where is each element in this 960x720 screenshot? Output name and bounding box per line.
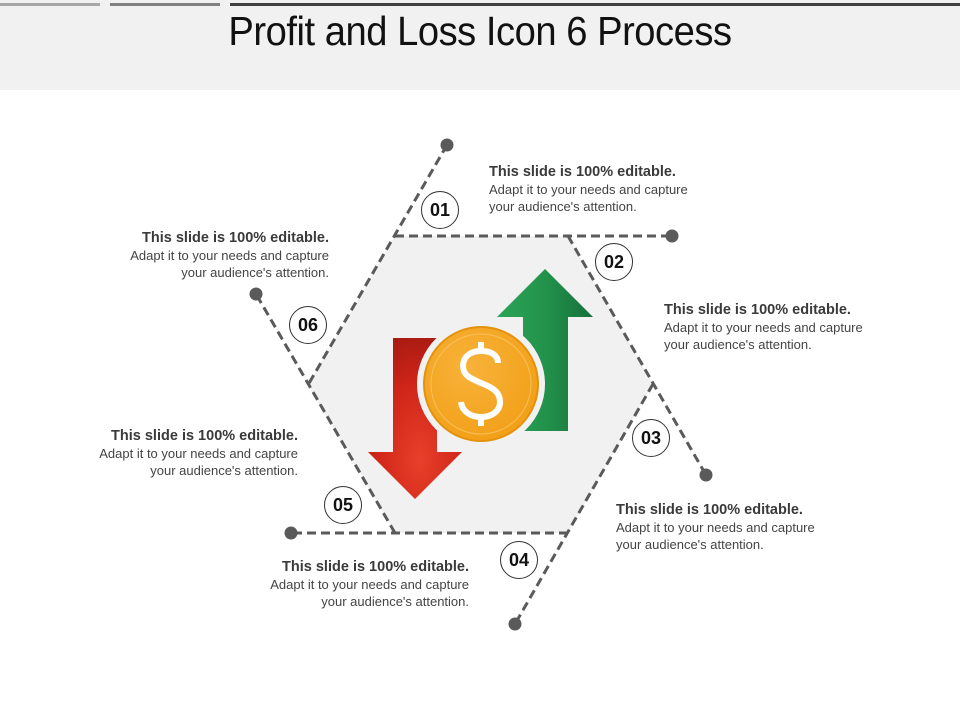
step-number-03: 03 xyxy=(632,419,670,457)
step-heading: This slide is 100% editable. xyxy=(489,164,676,180)
dollar-sign-icon xyxy=(458,342,504,426)
profit-up-arrow-icon xyxy=(497,269,593,431)
step-heading: This slide is 100% editable. xyxy=(142,230,329,246)
top-accent-bar-2 xyxy=(110,3,220,6)
step-body-line1: Adapt it to your needs and capture xyxy=(99,446,298,461)
step-number-text: 02 xyxy=(603,251,625,272)
step-text-01: This slide is 100% editable. Adapt it to… xyxy=(489,164,729,215)
step-text-05: This slide is 100% editable. Adapt it to… xyxy=(58,428,298,479)
step-heading: This slide is 100% editable. xyxy=(616,502,803,518)
end-dot-05 xyxy=(284,526,298,540)
step-number-text: 01 xyxy=(429,199,451,220)
step-text-04: This slide is 100% editable. Adapt it to… xyxy=(229,559,469,610)
end-dot-06 xyxy=(249,287,263,301)
step-number-04: 04 xyxy=(500,541,538,579)
step-number-06: 06 xyxy=(289,306,327,344)
end-dot-03 xyxy=(699,468,713,482)
end-dot-04 xyxy=(508,617,522,631)
step-body-line1: Adapt it to your needs and capture xyxy=(270,577,469,592)
step-heading: This slide is 100% editable. xyxy=(111,428,298,444)
end-dot-02 xyxy=(665,229,679,243)
step-heading: This slide is 100% editable. xyxy=(282,559,469,575)
loss-down-arrow-icon xyxy=(368,338,462,499)
step-body-line2: your audience's attention. xyxy=(150,463,298,478)
step-body-line1: Adapt it to your needs and capture xyxy=(489,182,688,197)
step-text-02: This slide is 100% editable. Adapt it to… xyxy=(664,302,904,353)
step-number-text: 03 xyxy=(640,427,662,448)
step-body-line1: Adapt it to your needs and capture xyxy=(664,320,863,335)
step-body-line2: your audience's attention. xyxy=(489,199,637,214)
top-accent-bar-3 xyxy=(230,3,960,6)
connector-end-dots xyxy=(249,138,713,631)
page-title: Profit and Loss Icon 6 Process xyxy=(228,8,732,54)
step-body-line2: your audience's attention. xyxy=(181,265,329,280)
step-number-text: 05 xyxy=(332,494,354,515)
end-dot-01 xyxy=(440,138,454,152)
step-text-06: This slide is 100% editable. Adapt it to… xyxy=(89,230,329,281)
step-body-line2: your audience's attention. xyxy=(664,337,812,352)
dashed-connectors xyxy=(254,144,708,625)
step-number-02: 02 xyxy=(595,243,633,281)
step-number-text: 06 xyxy=(297,314,319,335)
title-banner: Profit and Loss Icon 6 Process xyxy=(0,0,960,90)
step-body-line2: your audience's attention. xyxy=(616,537,764,552)
profit-loss-dollar-icon xyxy=(368,269,593,499)
step-number-01: 01 xyxy=(421,191,459,229)
step-body-line1: Adapt it to your needs and capture xyxy=(130,248,329,263)
top-accent-bar-1 xyxy=(0,3,100,6)
step-number-05: 05 xyxy=(324,486,362,524)
step-body-line1: Adapt it to your needs and capture xyxy=(616,520,815,535)
step-body-line2: your audience's attention. xyxy=(321,594,469,609)
step-heading: This slide is 100% editable. xyxy=(664,302,851,318)
step-text-03: This slide is 100% editable. Adapt it to… xyxy=(616,502,856,553)
step-number-text: 04 xyxy=(508,549,530,570)
